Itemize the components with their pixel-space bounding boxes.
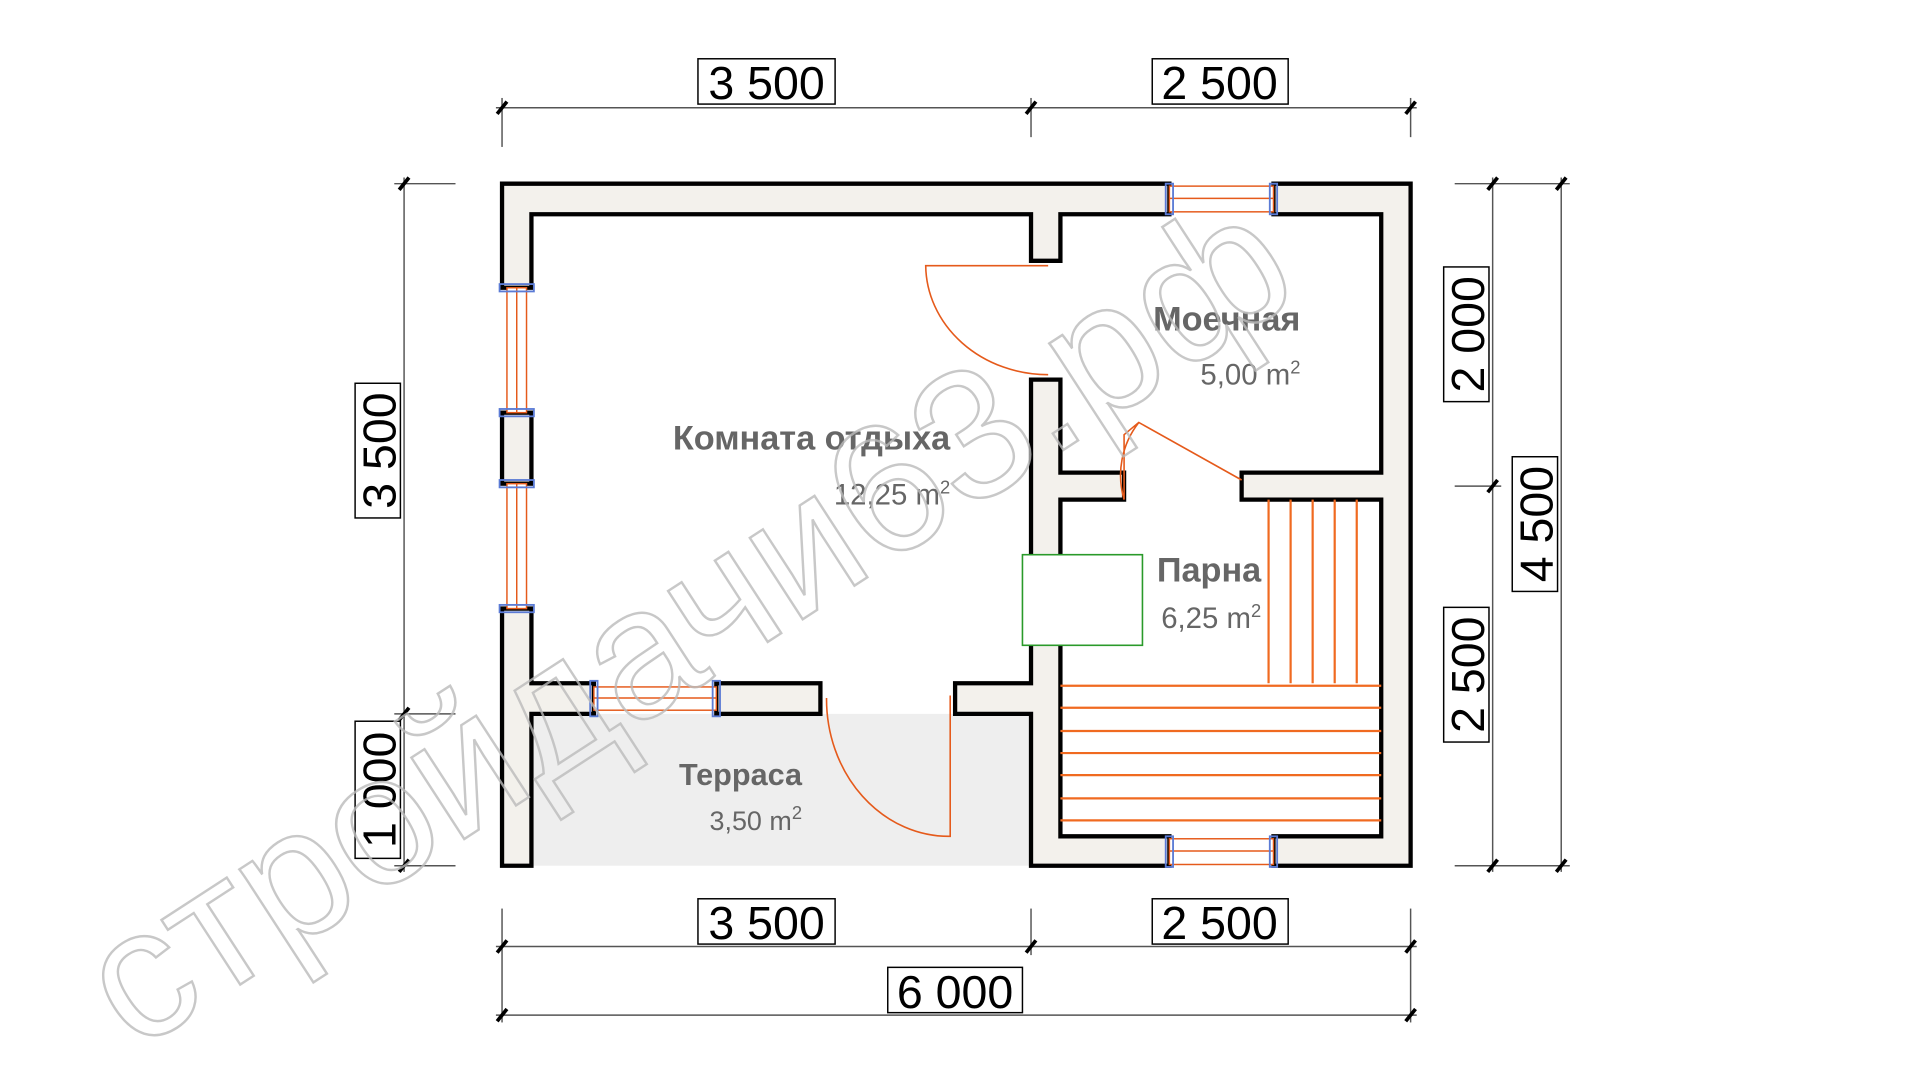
dimension-tick — [397, 858, 411, 873]
dimension-tick — [397, 176, 411, 191]
dimension-tick — [1024, 100, 1038, 116]
dimension-lines — [394, 97, 1570, 1023]
dimension-tick — [1486, 858, 1499, 873]
sauna-benches — [1060, 499, 1382, 822]
dim-left-main: 3 500 — [354, 392, 406, 508]
dimension-tick — [1486, 176, 1499, 191]
dim-bottom-left: 3 500 — [708, 897, 824, 949]
dimension-tick — [1486, 478, 1499, 494]
stove — [1021, 553, 1144, 647]
windows — [498, 182, 1279, 868]
room-labels: Комната отдыха 12,25 m2 Моечная 5,00 m2 … — [673, 301, 1301, 837]
room-area-steam: 6,25 m2 — [1161, 600, 1261, 635]
room-name-terrace: Терраса — [679, 758, 803, 792]
dim-top-left: 3 500 — [708, 57, 824, 109]
dimension-tick — [1404, 1007, 1417, 1023]
dimension-tick — [1404, 100, 1417, 116]
dim-left-terrace: 1 000 — [354, 732, 406, 848]
dim-total-width: 6 000 — [897, 966, 1013, 1018]
dim-total-depth: 4 500 — [1511, 466, 1563, 582]
doors — [825, 264, 1243, 838]
room-area-terrace: 3,50 m2 — [710, 802, 803, 836]
dim-bottom-right: 2 500 — [1161, 897, 1277, 949]
dimension-tick — [1554, 858, 1568, 873]
room-name-steam: Парна — [1157, 552, 1262, 590]
room-area-washroom: 5,00 m2 — [1200, 356, 1300, 391]
dimension-tick — [397, 706, 411, 722]
dim-right-washroom: 2 000 — [1442, 276, 1494, 392]
room-name-rest: Комната отдыха — [673, 419, 951, 457]
dimension-tick — [495, 939, 509, 954]
room-area-rest: 12,25 m2 — [834, 476, 950, 511]
dimension-tick — [1404, 939, 1417, 954]
dimension-tick — [1024, 939, 1038, 954]
dimension-tick — [495, 100, 509, 116]
dimension-tick — [1554, 176, 1568, 191]
dimension-tick — [495, 1007, 509, 1023]
room-name-washroom: Моечная — [1153, 301, 1300, 339]
dimension-labels: 3 500 2 500 3 500 2 500 6 000 3 500 1 00… — [354, 57, 1563, 1018]
dim-right-steam: 2 500 — [1442, 616, 1494, 732]
dim-top-right: 2 500 — [1161, 57, 1277, 109]
terrace-floor — [531, 713, 1032, 866]
